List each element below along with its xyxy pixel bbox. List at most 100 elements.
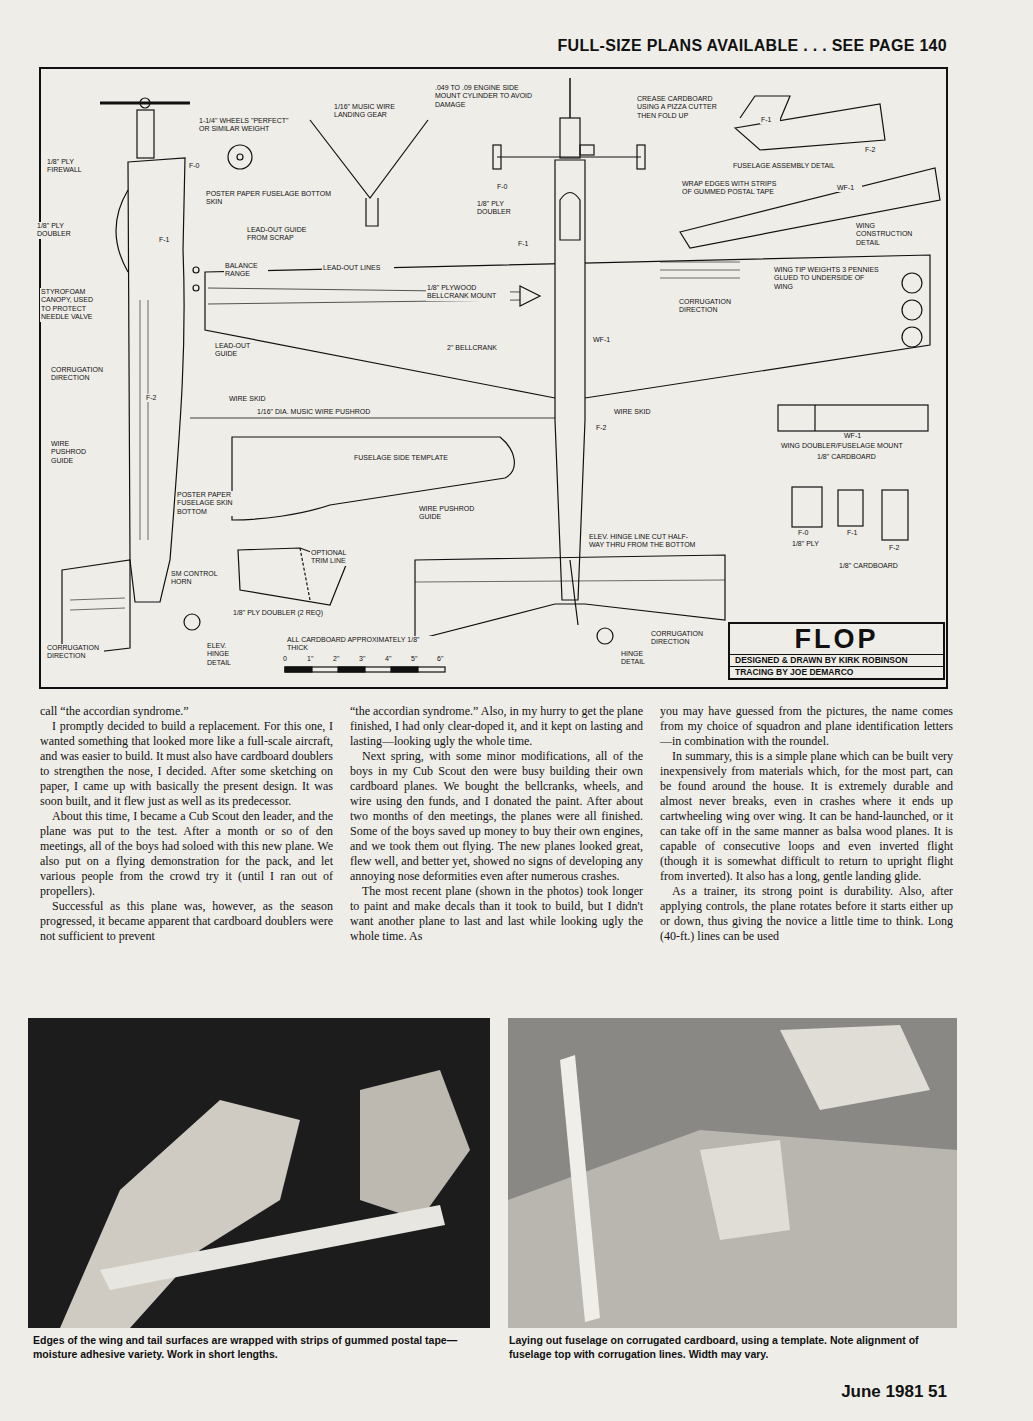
callout-label: LEAD-OUT LINES: [322, 264, 394, 272]
hatch: [70, 608, 125, 610]
body-paragraph: Next spring, with some minor modificatio…: [350, 749, 643, 884]
scale-number: 0: [282, 655, 288, 663]
callout-label: 1/8" PLY DOUBLER (2 REQ): [232, 609, 344, 617]
pushrod: [190, 418, 556, 419]
hand: [360, 1070, 470, 1220]
tip-weight: [902, 300, 922, 320]
wheel: [228, 145, 252, 169]
trim-line: [300, 548, 310, 600]
hatch: [660, 270, 740, 271]
hinge-detail: [597, 628, 613, 644]
hinge-line: [415, 580, 725, 582]
callout-label: WIRE PUSHROD GUIDE: [418, 505, 490, 522]
hatch: [70, 598, 125, 600]
hatch: [140, 300, 141, 540]
body-paragraph: Successful as this plane was, however, a…: [40, 899, 333, 944]
callout-label: BALANCE RANGE: [224, 262, 268, 279]
scale-number: 3": [358, 655, 366, 663]
callout-label: ELEV. HINGE DETAIL: [206, 642, 250, 667]
body-paragraph: I promptly decided to build a replacemen…: [40, 719, 333, 809]
pushrod-end: [570, 560, 578, 625]
propeller: [100, 102, 190, 105]
photo-right: [508, 1018, 957, 1328]
side-fuselage: [128, 158, 185, 602]
credit-line: TRACING BY JOE DEMARCO: [730, 666, 943, 678]
engine: [560, 118, 580, 158]
callout-label: SM CONTROL HORN: [170, 570, 232, 587]
body-paragraph: “the accordian syndrome.” Also, in my hu…: [350, 704, 643, 749]
callout-label: F-0: [188, 162, 208, 170]
hatch: [660, 262, 740, 263]
body-paragraph: you may have guessed from the pictures, …: [660, 704, 953, 749]
callout-label: STYROFOAM CANOPY, USED TO PROTECT NEEDLE…: [40, 288, 102, 322]
fuselage-detail: [735, 104, 885, 150]
wheel: [493, 145, 501, 169]
body-paragraph: call “the accordian syndrome.”: [40, 704, 333, 719]
callout-label: F-0: [797, 529, 817, 537]
body-paragraph: About this time, I became a Cub Scout de…: [40, 809, 333, 899]
landing-gear: [310, 120, 428, 198]
callout-label: .049 TO .09 ENGINE SIDE MOUNT CYLINDER T…: [434, 84, 538, 109]
spinner: [140, 98, 150, 108]
scale-number: 1": [306, 655, 314, 663]
callout-label: WF-1: [592, 336, 618, 344]
top-fuselage: [555, 160, 585, 600]
lead-out-hole: [193, 285, 199, 291]
lead-out-hole: [193, 267, 199, 273]
wing-edge: [100, 1205, 445, 1290]
photo-caption: Laying out fuselage on corrugated cardbo…: [508, 1334, 960, 1361]
wf1-step: [814, 405, 815, 431]
body-paragraph: In summary, this is a simple plane which…: [660, 749, 953, 884]
engine: [137, 110, 154, 158]
wf1-part: [778, 405, 928, 431]
callout-label: CORRUGATION DIRECTION: [46, 644, 104, 661]
callout-label: OPTIONAL TRIM LINE: [310, 549, 362, 566]
callout-label: F-1: [846, 529, 866, 537]
hatch: [660, 278, 740, 279]
callout-label: 1/8" CARDBOARD: [816, 453, 888, 461]
photo: [508, 1018, 957, 1328]
callout-label: WF-1: [843, 432, 869, 440]
stabilizer: [415, 555, 725, 640]
callout-label: WIRE SKID: [228, 395, 274, 403]
text-column: “the accordian syndrome.” Also, in my hu…: [350, 704, 643, 944]
callout-label: CORRUGATION DIRECTION: [50, 366, 112, 383]
callout-label: LEAD-OUT GUIDE FROM SCRAP: [246, 226, 314, 243]
callout-label: F-2: [145, 394, 165, 402]
callout-label: POSTER PAPER FUSELAGE BOTTOM SKIN: [205, 190, 333, 207]
callout-label: 1/8" PLYWOOD BELLCRANK MOUNT: [426, 284, 510, 301]
scale-number: 6": [436, 655, 444, 663]
callout-label: WING DOUBLER/FUSELAGE MOUNT: [780, 442, 920, 450]
page-header: FULL-SIZE PLANS AVAILABLE . . . SEE PAGE…: [470, 36, 948, 55]
callout-label: 1-1/4" WHEELS "PERFECT" OR SIMILAR WEIGH…: [198, 117, 298, 134]
callout-label: WRAP EDGES WITH STRIPS OF GUMMED POSTAL …: [681, 180, 785, 197]
callout-label: HINGE DETAIL: [620, 650, 664, 667]
callout-label: 1/8" PLY DOUBLER: [476, 200, 520, 217]
callout-label: ALL CARDBOARD APPROXIMATELY 1/8" THICK: [286, 636, 438, 653]
landing-gear-mount: [366, 198, 378, 226]
hinge-detail: [184, 614, 200, 630]
scale-number: 4": [384, 655, 392, 663]
tip-weight: [902, 327, 922, 347]
callout-label: 2" BELLCRANK: [446, 344, 508, 352]
callout-label: F-1: [517, 240, 537, 248]
callout-label: F-1: [760, 116, 780, 124]
callout-label: F-0: [496, 183, 516, 191]
folio: June 1981 51: [800, 1382, 948, 1402]
callout-label: FUSELAGE SIDE TEMPLATE: [353, 454, 465, 462]
callout-label: 1/8" PLY: [791, 540, 829, 548]
photo-caption: Edges of the wing and tail surfaces are …: [32, 1334, 492, 1361]
scale-number: 5": [410, 655, 418, 663]
tip-weight: [902, 273, 922, 293]
callout-label: CORRUGATION DIRECTION: [678, 298, 740, 315]
scale-bar: [391, 667, 418, 672]
ruler: [560, 1055, 600, 1322]
canopy: [116, 190, 128, 272]
scale-bar: [285, 667, 312, 672]
f1-part: [838, 490, 863, 526]
f0-part: [792, 487, 822, 527]
body-paragraph: The most recent plane (shown in the phot…: [350, 884, 643, 944]
callout-label: 1/8" CARDBOARD: [838, 562, 910, 570]
plan-title: FLOP: [730, 624, 943, 654]
callout-label: F-2: [595, 424, 615, 432]
